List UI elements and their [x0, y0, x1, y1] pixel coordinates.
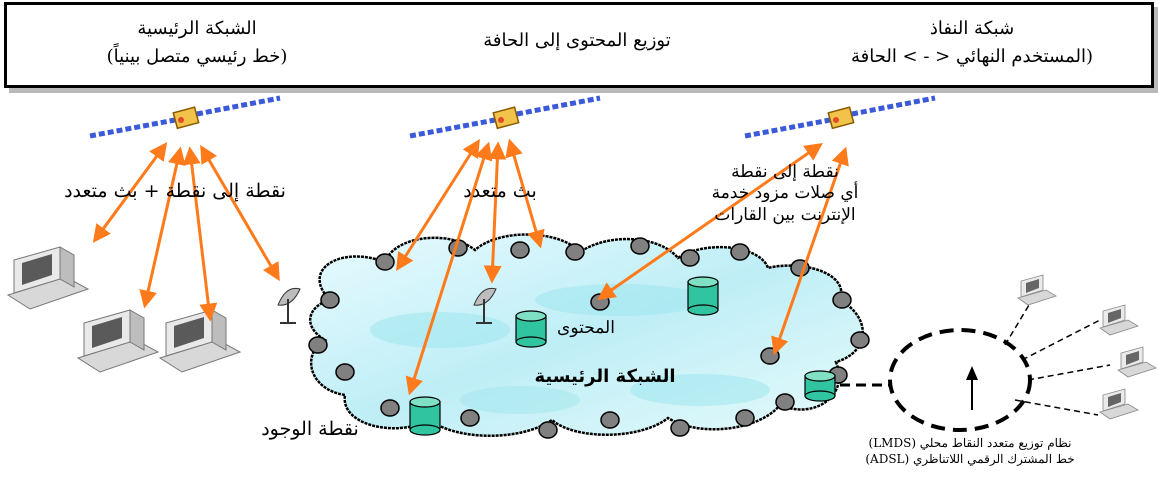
label-p2p-line1: نقطة إلى نقطة: [731, 162, 839, 182]
router-node: [335, 363, 355, 381]
label-p2p-isp: نقطة إلى نقطة أي صلات مزود خدمة الإنترنت…: [690, 162, 880, 226]
router-node: [375, 253, 395, 271]
router-node: [308, 336, 328, 354]
content-server-icon: [409, 396, 441, 436]
access-network-title: شبكة النفاذ: [929, 18, 1015, 39]
label-multicast: بث متعدد: [463, 180, 537, 202]
satellite-icon: [89, 95, 281, 139]
end-user-terminal-icon: [1099, 388, 1139, 420]
router-node: [735, 409, 755, 427]
label-adsl: خط المشترك الرقمي اللاتناظري (ADSL): [865, 451, 1075, 466]
access-network-subtitle: (المستخدم النهائي < - > الحافة: [850, 45, 1094, 67]
label-content: المحتوى: [557, 318, 615, 338]
content-server-icon: [515, 310, 547, 348]
computer-icon: [158, 309, 242, 373]
link-arrow: [505, 138, 545, 249]
link-arrow: [771, 146, 849, 356]
computer-icon: [76, 309, 160, 373]
backbone-column: الشبكة الرئيسية (خط رئيسي متصل بينياً): [47, 15, 347, 71]
router-node: [670, 419, 690, 437]
router-node: [538, 421, 558, 439]
router-node: [680, 249, 700, 267]
router-node: [380, 399, 400, 417]
router-node: [510, 241, 530, 259]
label-p2p-multicast: نقطة إلى نقطة + بث متعدد: [64, 180, 286, 202]
header-box: شبكة النفاذ (المستخدم النهائي < - > الحا…: [4, 2, 1154, 88]
router-node: [460, 409, 480, 427]
access-network-column: شبكة النفاذ (المستخدم النهائي < - > الحا…: [807, 15, 1137, 71]
satellite-dish-icon: [277, 287, 301, 324]
computer-icon: [6, 246, 90, 310]
backbone-subtitle: (خط رئيسي متصل بينياً): [106, 45, 288, 67]
router-node: [730, 243, 750, 261]
link-arrow: [483, 141, 507, 284]
end-user-terminal-icon: [1117, 346, 1157, 378]
end-user-terminal-icon: [1099, 304, 1139, 336]
label-lmds: نظام توزيع متعدد النقاط محلي (LMDS): [868, 436, 1072, 450]
backbone-title: الشبكة الرئيسية: [137, 18, 257, 39]
router-node: [832, 291, 852, 309]
router-node: [850, 331, 870, 349]
satellite-icon: [409, 95, 601, 139]
router-node: [630, 237, 650, 255]
label-access-tech: نظام توزيع متعدد النقاط محلي (LMDS) خط ا…: [820, 436, 1120, 467]
content-server-icon: [804, 370, 836, 402]
edge-distribution-column: توزيع المحتوى إلى الحافة: [407, 27, 747, 55]
router-node: [320, 291, 340, 309]
label-p2p-line2: أي صلات مزود خدمة: [711, 183, 859, 204]
end-user-terminal-icon: [1017, 274, 1057, 306]
router-node: [600, 411, 620, 429]
link-arrow: [182, 146, 218, 322]
content-server-icon: [687, 276, 719, 316]
router-node: [565, 243, 585, 261]
edge-distribution-title: توزيع المحتوى إلى الحافة: [483, 30, 671, 51]
link-arrow: [139, 146, 186, 309]
label-backbone-cloud: الشبكة الرئيسية: [534, 366, 676, 387]
link-arrow: [405, 141, 493, 396]
link-arrow: [200, 144, 280, 282]
satellite-icon: [744, 95, 936, 139]
router-node: [775, 393, 795, 411]
access-ring: [888, 328, 1032, 432]
label-pop: نقطة الوجود: [261, 418, 359, 440]
label-p2p-line3: الإنترنت بين القارات: [714, 204, 856, 225]
